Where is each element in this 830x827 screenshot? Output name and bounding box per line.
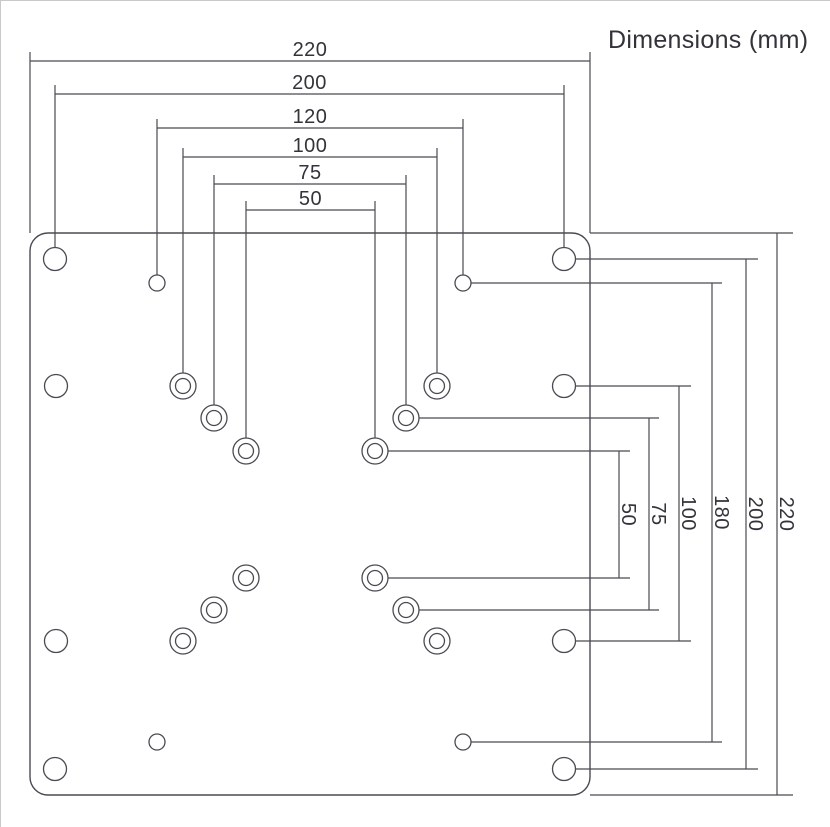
dimension-label: 75 <box>647 502 669 525</box>
vesa-hole-inner <box>205 601 223 619</box>
dimension-label: 50 <box>299 188 322 210</box>
dimension-label: 100 <box>677 496 699 531</box>
vesa-hole-outer <box>361 437 389 465</box>
mounting-hole <box>43 373 69 399</box>
vesa-hole-outer <box>169 372 197 400</box>
dimension-label: 200 <box>744 497 766 532</box>
mounting-hole <box>551 628 577 654</box>
vesa-hole-outer <box>392 404 420 432</box>
dimension-label: 220 <box>293 39 328 61</box>
vesa-hole-outer <box>169 627 197 655</box>
vesa-hole-inner <box>397 601 415 619</box>
vesa-hole-outer <box>232 564 260 592</box>
vesa-hole-inner <box>174 632 192 650</box>
mounting-hole <box>551 373 577 399</box>
dimension-label: 180 <box>710 495 732 530</box>
vesa-hole-outer <box>200 596 228 624</box>
diagram-title: Dimensions (mm) <box>608 26 808 54</box>
vesa-hole-outer <box>392 596 420 624</box>
vesa-hole-inner <box>366 442 384 460</box>
vesa-hole-inner <box>237 442 255 460</box>
vesa-hole-inner <box>397 409 415 427</box>
mounting-hole <box>551 246 577 272</box>
dimension-label: 200 <box>292 72 327 94</box>
vesa-hole-outer <box>423 627 451 655</box>
dimension-label: 100 <box>293 135 328 157</box>
vesa-hole-outer <box>423 372 451 400</box>
pilot-hole <box>148 733 166 751</box>
vesa-hole-outer <box>232 437 260 465</box>
mounting-hole <box>43 628 69 654</box>
vesa-hole-inner <box>428 377 446 395</box>
mounting-hole <box>42 246 68 272</box>
vesa-hole-outer <box>200 404 228 432</box>
vesa-hole-inner <box>428 632 446 650</box>
vesa-hole-inner <box>174 377 192 395</box>
vesa-hole-inner <box>205 409 223 427</box>
mounting-hole <box>42 756 68 782</box>
vesa-hole-inner <box>237 569 255 587</box>
dimension-label: 50 <box>617 503 639 526</box>
vesa-hole-outer <box>361 564 389 592</box>
dimension-label: 220 <box>775 497 797 532</box>
vesa-hole-inner <box>366 569 384 587</box>
pilot-hole <box>454 733 472 751</box>
dimension-label: 120 <box>293 106 328 128</box>
plate-outline <box>29 232 591 796</box>
pilot-hole <box>148 274 166 292</box>
pilot-hole <box>454 274 472 292</box>
mounting-hole <box>551 756 577 782</box>
dimension-label: 75 <box>298 162 321 184</box>
